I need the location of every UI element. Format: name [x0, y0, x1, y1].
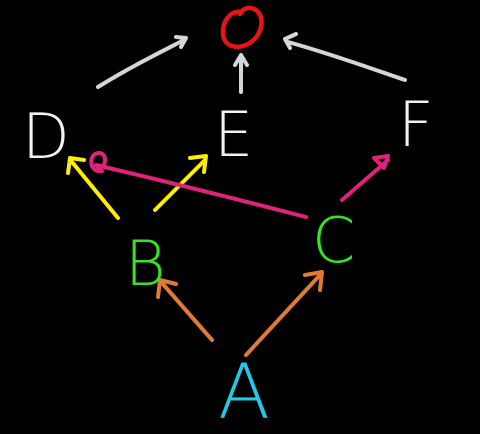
edge-b-e-arrowhead — [188, 154, 208, 174]
node-top — [220, 5, 264, 49]
edge-f-top-arrowhead — [283, 32, 298, 50]
edge-d-top-arrowhead — [174, 35, 188, 49]
edge-a-b-arrowhead — [156, 278, 178, 299]
edge-c-d-line — [94, 163, 308, 219]
edge-e-to-top — [233, 53, 249, 94]
edge-c-d-arrowhead — [89, 151, 107, 174]
edge-e-top-arrowhead — [233, 53, 249, 67]
edge-d-to-top — [96, 35, 188, 89]
edge-a-c-line — [244, 273, 322, 357]
node-e-label: E — [214, 98, 253, 171]
edge-f-to-top — [283, 32, 407, 82]
edge-f-top-line — [286, 40, 407, 82]
node-b-label: B — [125, 227, 166, 300]
edge-a-to-c — [244, 270, 324, 357]
edge-a-b-line — [160, 281, 214, 342]
node-f-label: F — [398, 88, 434, 161]
node-d-label: D — [22, 100, 70, 173]
edge-b-d-line — [70, 160, 120, 220]
edge-c-to-f — [340, 154, 390, 202]
node-a-label: A — [218, 347, 270, 434]
node-top-circle — [220, 5, 264, 49]
edge-a-c-arrowhead — [303, 270, 324, 292]
edge-c-f-arrowhead — [372, 154, 390, 170]
edge-a-to-b — [156, 278, 214, 342]
node-c-label: C — [312, 204, 355, 277]
edge-c-to-d — [89, 151, 308, 219]
edge-b-to-d — [66, 156, 120, 220]
edge-d-top-line — [96, 38, 186, 89]
edge-b-d-arrowhead — [66, 156, 86, 175]
